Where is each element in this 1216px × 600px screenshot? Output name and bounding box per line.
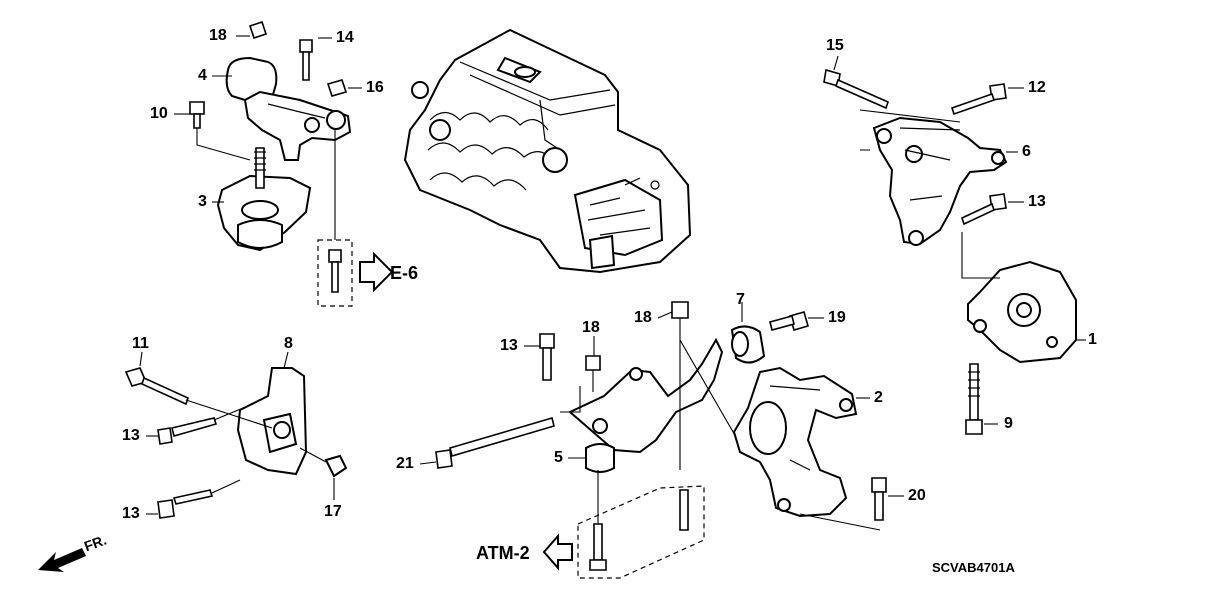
diagram-code: SCVAB4701A <box>932 560 1015 575</box>
callout-8: 8 <box>284 335 293 352</box>
callout-18-right: 18 <box>634 309 652 326</box>
callout-13-center: 13 <box>500 337 518 354</box>
e6-bolt-group <box>317 130 394 307</box>
callout-18-center: 18 <box>582 319 600 336</box>
reference-e6[interactable]: E-6 <box>390 263 419 283</box>
part-3-engine-mount <box>189 101 312 252</box>
reference-atm2[interactable]: ATM-2 <box>476 543 530 563</box>
part-6-bracket <box>823 68 1008 246</box>
callout-13-right: 13 <box>1028 193 1046 210</box>
callout-5: 5 <box>554 449 563 466</box>
callout-16: 16 <box>366 79 384 96</box>
callout-13-left-lower: 13 <box>122 505 140 522</box>
callout-2: 2 <box>874 389 883 406</box>
callout-15: 15 <box>826 37 844 54</box>
callout-18-top: 18 <box>209 27 227 44</box>
callout-20: 20 <box>908 487 926 504</box>
atm2-bolt-group <box>542 470 705 579</box>
callout-12: 12 <box>1028 79 1046 96</box>
callout-19: 19 <box>828 309 846 326</box>
part-7-stopper <box>730 311 809 364</box>
callout-6: 6 <box>1022 143 1031 160</box>
part-4-upper-bracket <box>225 20 352 161</box>
callout-21: 21 <box>396 455 414 472</box>
leader-lines <box>139 35 1086 515</box>
engine-assembly <box>403 28 692 274</box>
callout-1: 1 <box>1088 331 1097 348</box>
callout-4: 4 <box>198 67 207 84</box>
part-5-bracket <box>435 301 741 473</box>
callout-10: 10 <box>150 105 168 122</box>
callout-14: 14 <box>336 29 354 46</box>
callout-17: 17 <box>324 503 342 520</box>
callout-13-left-upper: 13 <box>122 427 140 444</box>
part-2-mount <box>732 366 887 531</box>
callout-9: 9 <box>1004 415 1013 432</box>
front-direction-arrow <box>38 548 86 572</box>
callout-11: 11 <box>132 335 149 352</box>
callout-7: 7 <box>736 291 745 308</box>
callout-3: 3 <box>198 193 207 210</box>
part-1-mount <box>961 232 1077 435</box>
part-8-transmission-mount <box>124 367 348 519</box>
